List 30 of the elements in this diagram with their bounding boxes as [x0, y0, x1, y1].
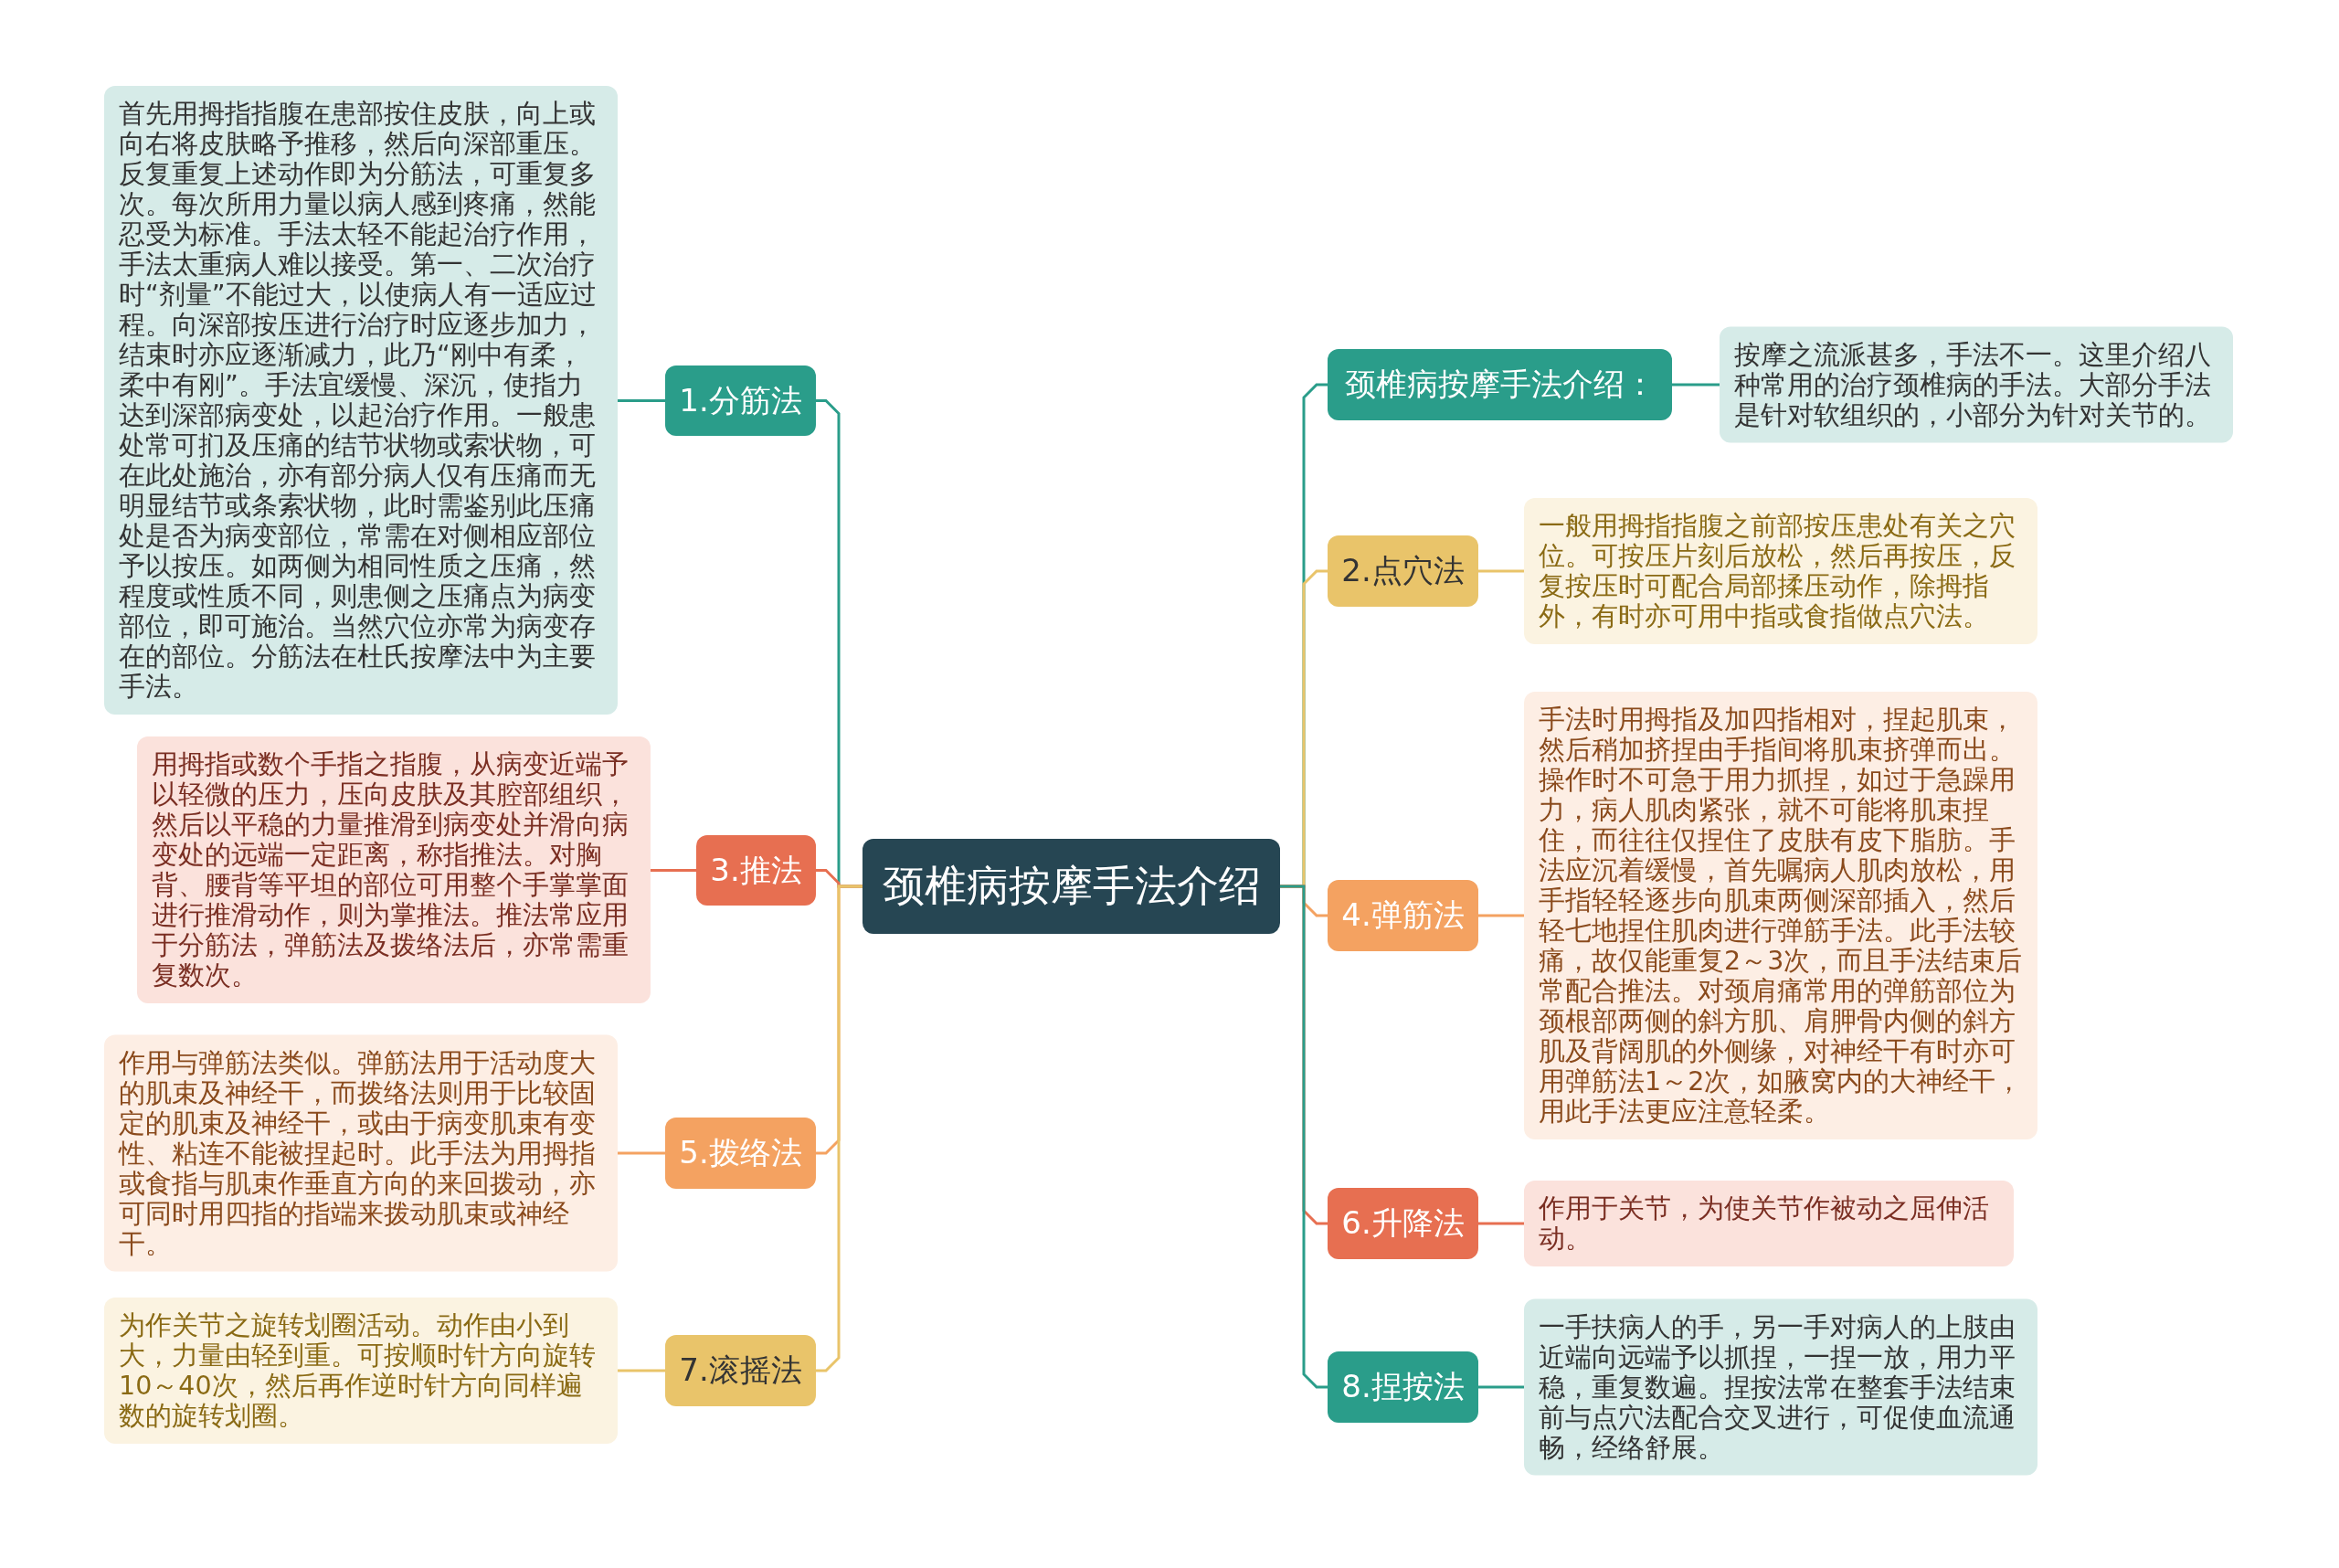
note-card: 作用与弹筋法类似。弹筋法用于活动度大的肌束及神经干，而拨络法则用于比较固定的肌束及神经干，或由于病变肌束有变性、粘连不能被捏起时。此手法为用拇指或食指与肌束作垂直方向的来回拨动，亦可同时用四指的指端来拨动肌束或神经干。: [104, 1034, 618, 1272]
branch-topic: 8.捏按法: [1328, 1351, 1478, 1423]
note-card: 一手扶病人的手，另一手对病人的上肢由近端向远端予以抓捏，一捏一放，用力平稳，重复数遍。捏按法常在整套手法结束前与点穴法配合交叉进行，可促使血流通畅，经络舒展。: [1524, 1298, 2037, 1476]
branch-topic: 3.推法: [696, 835, 816, 906]
central-topic: 颈椎病按摩手法介绍: [863, 839, 1280, 934]
connector-line: [1478, 569, 1524, 573]
connector-line: [1280, 885, 1328, 1389]
branch-topic: 7.滚摇法: [665, 1335, 816, 1406]
branch-topic: 4.弹筋法: [1328, 880, 1478, 951]
connector-line: [1672, 383, 1720, 387]
note-card: 作用于关节，为使关节作被动之屈伸活动。: [1524, 1181, 2014, 1266]
branch-topic: 5.拨络法: [665, 1118, 816, 1189]
connector-line: [1478, 914, 1524, 917]
branch-topic: 2.点穴法: [1328, 535, 1478, 607]
connector-line: [1478, 1222, 1524, 1225]
note-card: 首先用拇指指腹在患部按住皮肤，向上或向右将皮肤略予推移，然后向深部重压。反复重复上述动作即为分筋法，可重复多次。每次所用力量以病人感到疼痛，然能忍受为标准。手法太轻不能起治疗作用，手法太重病人难以接受。第一、二次治疗时“剂量”不能过大，以使病人有一适应过程。向深部按压进行治疗时应逐步加力，结束时亦应逐渐减力，此乃“刚中有柔，柔中有刚”。手法宜缓慢、深沉，使指力达到深部病变处，以起治疗作用。一般患处常可扪及压痛的结节状物或索状物，可在此处施治，亦有部分病人仅有压痛而无明显结节或条索状物，此时需鉴别此压痛处是否为病变部位，常需在对侧相应部位予以按压。如两侧为相同性质之压痛，然程度或性质不同，则患侧之压痛点为病变部位，即可施治。当然穴位亦常为病变存在的部位。分筋法在杜氏按摩法中为主要手法。: [104, 86, 618, 715]
note-card: 为作关节之旋转划圈活动。动作由小到大，力量由轻到重。可按顺时针方向旋转10～40次，然后再作逆时针方向同样遍数的旋转划圈。: [104, 1298, 618, 1444]
connector-line: [651, 869, 696, 872]
note-card: 用拇指或数个手指之指腹，从病变近端予以轻微的压力，压向皮肤及其腔部组织，然后以平稳的力量推滑到病变处并滑向病变处的远端一定距离，称指推法。对胸背、腰背等平坦的部位可用整个手掌掌面进行推滑动作，则为掌推法。推法常应用于分筋法，弹筋法及拨络法后，亦常需重复数次。: [137, 736, 651, 1003]
connector-line: [618, 1151, 665, 1155]
connector-line: [816, 885, 863, 1372]
branch-topic: 颈椎病按摩手法介绍：: [1328, 349, 1672, 420]
branch-topic: 6.升降法: [1328, 1188, 1478, 1259]
connector-line: [618, 399, 665, 402]
connector-line: [1478, 1385, 1524, 1389]
note-card: 一般用拇指指腹之前部按压患处有关之穴位。可按压片刻后放松，然后再按压，反复按压时可配合局部揉压动作，除拇指外，有时亦可用中指或食指做点穴法。: [1524, 498, 2037, 644]
note-card: 按摩之流派甚多，手法不一。这里介绍八种常用的治疗颈椎病的手法。大部分手法是针对软组织的，小部分为针对关节的。: [1720, 326, 2233, 443]
connector-line: [618, 1369, 665, 1372]
note-card: 手法时用拇指及加四指相对，捏起肌束，然后稍加挤捏由手指间将肌束挤弹而出。操作时不可急于用力抓捏，如过于急躁用力，病人肌肉紧张，就不可能将肌束捏住，而往往仅捏住了皮肤有皮下脂肪。手法应沉着缓慢，首先嘱病人肌肉放松，用手指轻轻逐步向肌束两侧深部插入，然后轻七地捏住肌肉进行弹筋手法。此手法较痛，故仅能重复2～3次，而且手法结束后常配合推法。对颈肩痛常用的弹筋部位为颈根部两侧的斜方肌、肩胛骨内侧的斜方肌及背阔肌的外侧缘，对神经干有时亦可用弹筋法1～2次，如腋窝内的大神经干，用此手法更应注意轻柔。: [1524, 692, 2037, 1139]
branch-topic: 1.分筋法: [665, 366, 816, 436]
